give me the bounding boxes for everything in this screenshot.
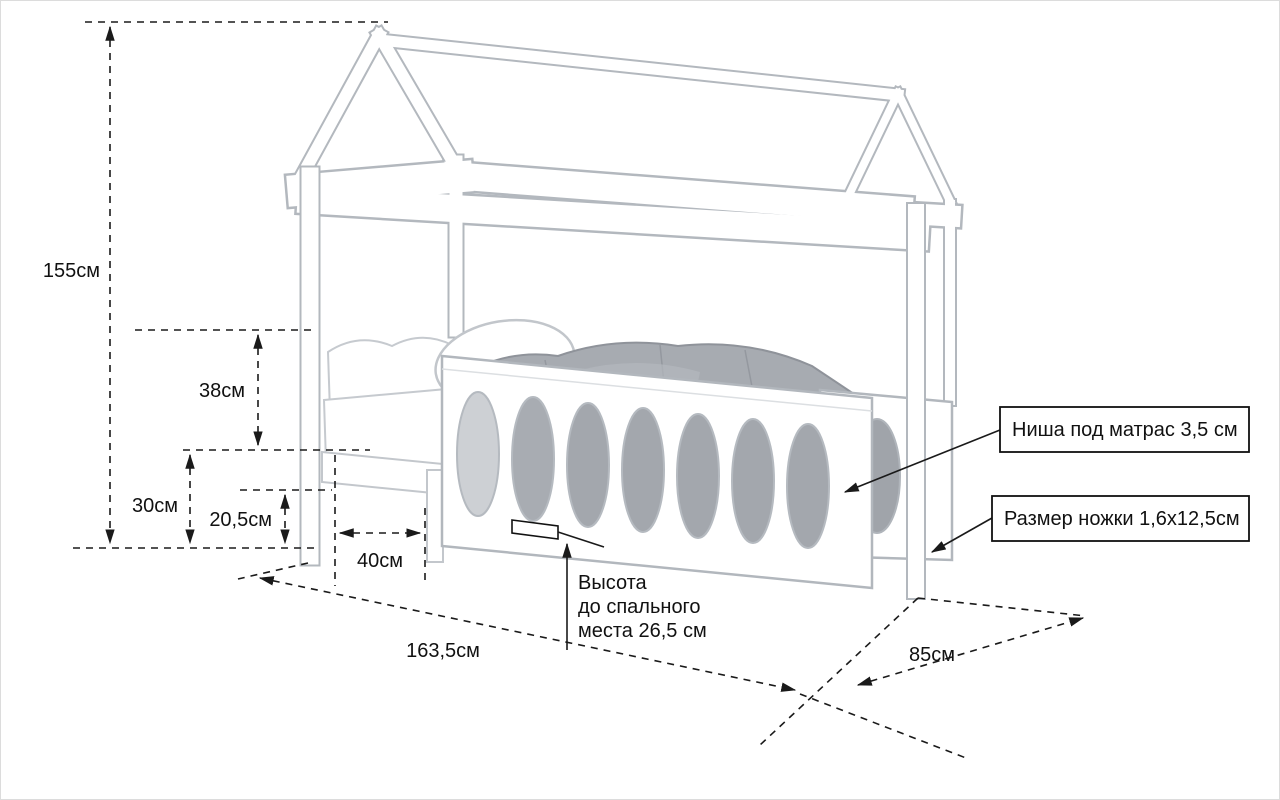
callout-arrow-leg-size [930, 517, 993, 553]
callout-box-leg-size [991, 495, 1250, 542]
roof-ridge [373, 33, 905, 102]
foot-top-beam [837, 198, 962, 228]
rail-cutout [566, 402, 610, 528]
label-rail-height: 38см [199, 380, 245, 402]
label-length: 163,5см [406, 640, 480, 662]
latch-detail [511, 519, 605, 548]
rail-cutout [786, 423, 830, 549]
back-long-beam [442, 161, 914, 225]
sleep-height-text-2: до спального [578, 596, 701, 618]
far-gable-left-board [842, 87, 904, 203]
gable-right-board [370, 26, 465, 176]
latch-bracket [511, 519, 559, 540]
label-mattress-height: 30см [132, 495, 178, 517]
ext-line-foot-front [759, 597, 919, 746]
callout-mattress-niche: Ниша под матрас 3,5 см [843, 406, 1250, 493]
dimension-labels: 155см 38см 30см 20,5см 40см 163,5см 85см [43, 260, 955, 666]
dimension-lines [105, 25, 1085, 692]
callout-leg-size: Размер ножки 1,6х12,5см [930, 495, 1250, 553]
rail-cutout [621, 407, 665, 533]
callout-arrow-mattress-niche [843, 429, 1001, 493]
callout-text-mattress-niche: Ниша под матрас 3,5 см [1012, 419, 1238, 441]
extension-lines [73, 21, 1087, 759]
ext-line-length-continuation [799, 693, 967, 759]
rail-cutout [511, 396, 555, 522]
sleep-height-text-1: Высота [578, 572, 648, 594]
mid-front-leg [426, 469, 444, 563]
dim-line-length [258, 576, 797, 692]
rail-cutout [731, 418, 775, 544]
callout-text-leg-size: Размер ножки 1,6х12,5см [1004, 508, 1240, 530]
rail-cutout [456, 391, 500, 517]
safety-rail [440, 354, 874, 590]
house-frame-fills [286, 26, 962, 405]
sleep-height-text-3: места 26,5 см [578, 620, 707, 642]
rail-top-edge [441, 368, 873, 412]
dim-line-width [856, 617, 1085, 686]
far-gable-right-board [892, 87, 956, 207]
front-posts [299, 165, 926, 600]
label-leg-opening: 40см [357, 550, 403, 572]
front-long-beam [296, 185, 930, 251]
sleep-height-note: Высота до спального места 26,5 см [562, 542, 707, 650]
gable-left-board [294, 26, 388, 183]
callout-box-mattress-niche [999, 406, 1250, 453]
label-width: 85см [909, 644, 955, 666]
latch-leader-line [557, 531, 605, 548]
label-clearance: 20,5см [209, 509, 272, 531]
ext-line-foot-floor [917, 597, 1087, 617]
label-total-height: 155см [43, 260, 100, 282]
rail-cutout [676, 413, 720, 539]
